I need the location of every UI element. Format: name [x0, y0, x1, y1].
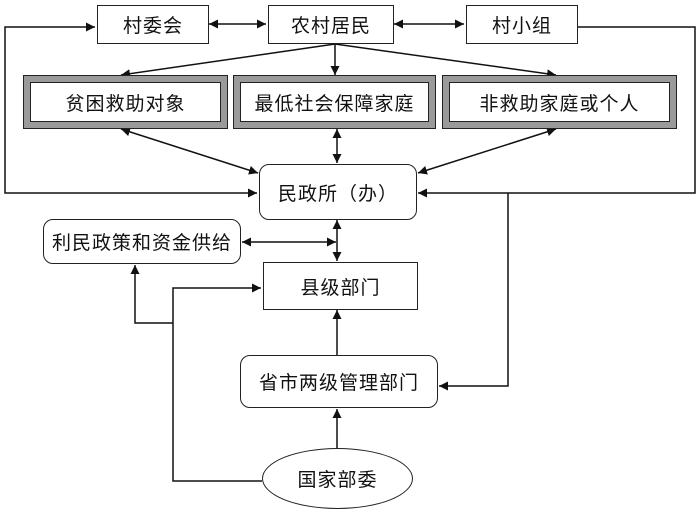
node-non-relief-households: 非救助家庭或个人: [442, 75, 677, 129]
edge-group-civil-loop: [418, 26, 696, 198]
node-county-departments: 县级部门: [263, 262, 418, 310]
edge-residents-nonrelief: [334, 43, 557, 79]
node-village-group: 村小组: [466, 5, 578, 44]
node-label: 农村居民: [290, 15, 371, 37]
edge-poverty-civil: [120, 127, 259, 175]
node-label: 村小组: [491, 15, 552, 37]
bevel-frame: [442, 75, 677, 129]
node-label: 贫困救助对象: [65, 92, 186, 115]
node-label: 县级部门: [300, 276, 381, 299]
node-rural-residents: 农村居民: [268, 5, 394, 44]
node-provincial-municipal-departments: 省市两级管理部门: [240, 355, 438, 408]
node-label: 村委会: [122, 15, 183, 37]
node-minimum-security-families: 最低社会保障家庭: [233, 75, 436, 129]
node-village-committee: 村委会: [97, 5, 209, 44]
bevel-frame: [23, 75, 228, 129]
node-policy-and-funding: 利民政策和资金供给: [43, 219, 241, 264]
edge-national-county: [172, 283, 262, 482]
node-civil-affairs-office: 民政所（办）: [259, 164, 417, 220]
node-national-ministries: 国家部委: [262, 448, 413, 509]
node-label: 省市两级管理部门: [258, 372, 419, 394]
node-label: 民政所（办）: [277, 182, 398, 205]
node-poverty-relief-targets: 贫困救助对象: [23, 75, 228, 129]
node-label: 国家部委: [297, 469, 378, 491]
node-label: 最低社会保障家庭: [254, 92, 415, 115]
edge-residents-poverty: [120, 43, 336, 79]
edge-nonrelief-civil: [417, 127, 557, 175]
edge-committee-civil-loop: [4, 22, 257, 198]
node-label: 利民政策和资金供给: [51, 232, 232, 254]
bevel-frame: [233, 75, 436, 129]
node-label: 非救助家庭或个人: [479, 92, 640, 115]
edge-civil-provincial: [439, 193, 509, 391]
edge-national-policy: [130, 265, 173, 324]
